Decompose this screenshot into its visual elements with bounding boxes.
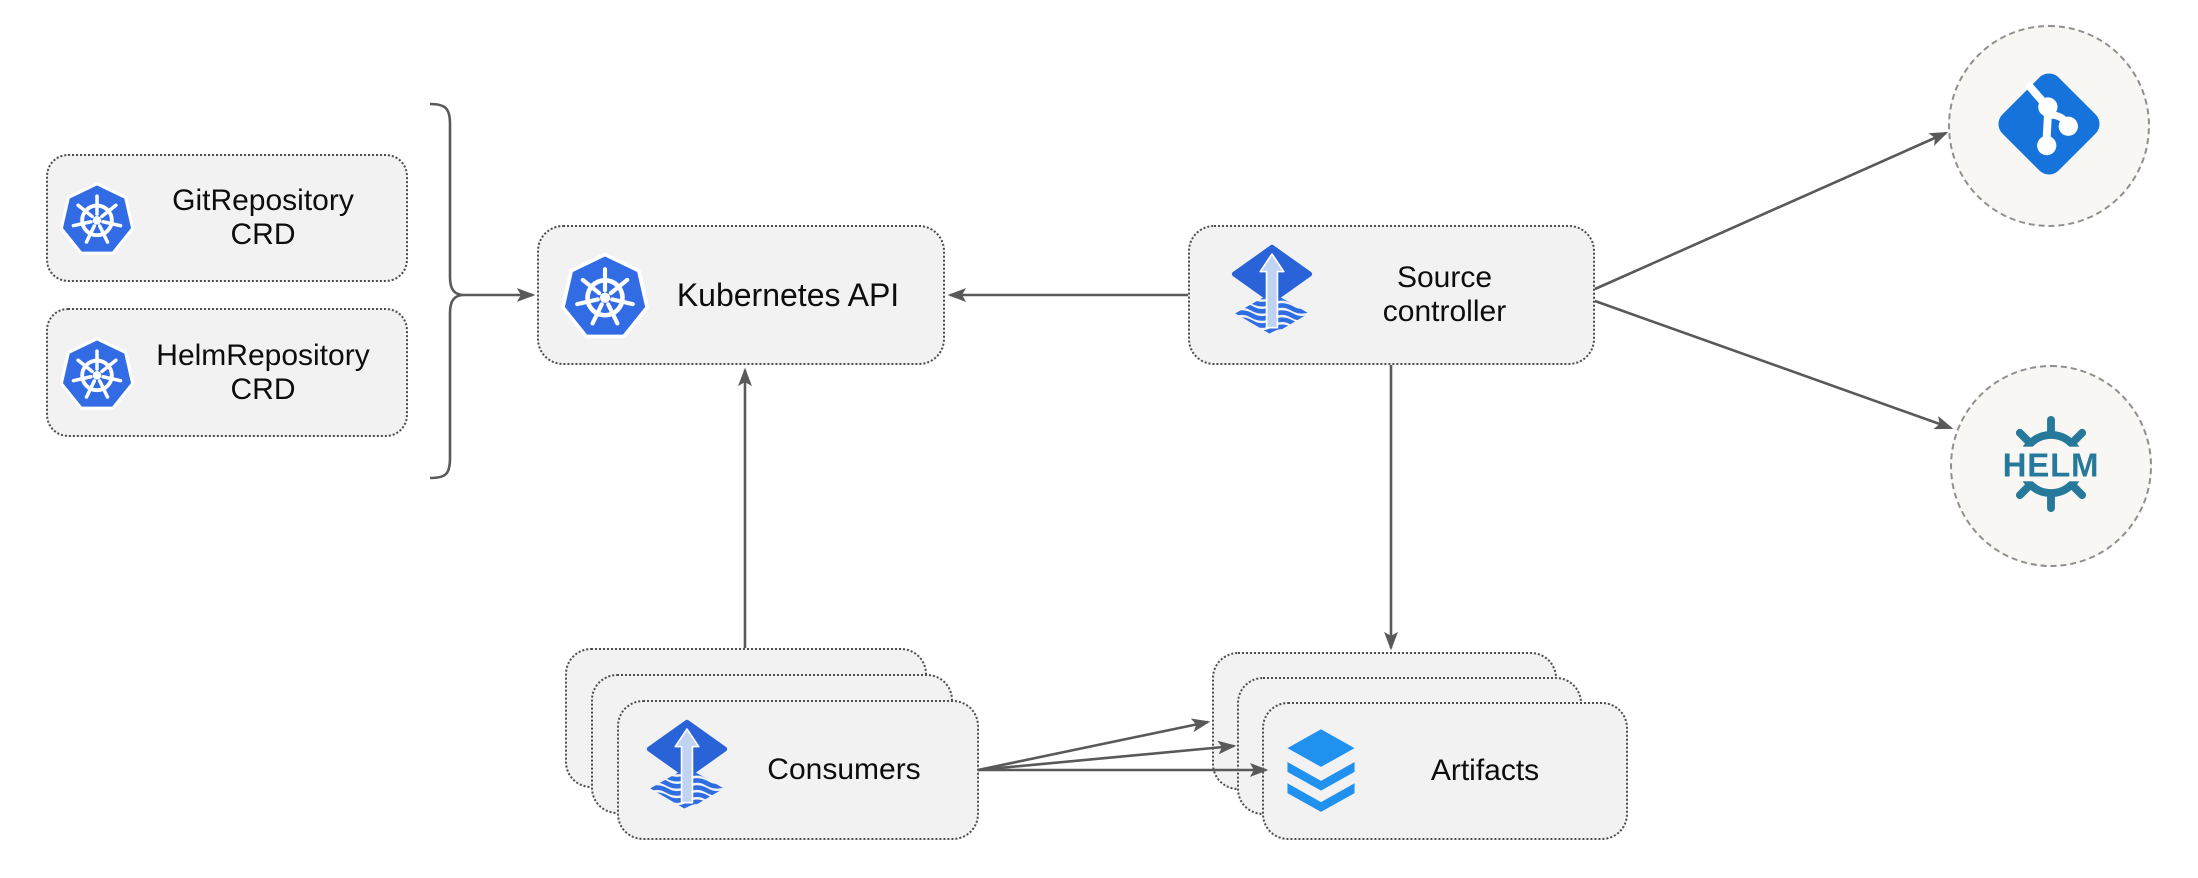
edge-source-to-git-remote <box>1594 131 1946 291</box>
helm-icon: HELM <box>1992 405 2110 528</box>
edge-source-to-helm-remote <box>1594 299 1951 430</box>
node-gitrepository-crd: GitRepository CRD <box>46 154 408 282</box>
edge-consumers-to-artifacts-1 <box>977 722 1208 772</box>
kubernetes-icon <box>58 179 136 257</box>
node-label: Consumers <box>767 753 921 787</box>
node-kubernetes-api: Kubernetes API <box>537 225 945 365</box>
node-label: Kubernetes API <box>676 276 900 313</box>
crd-group-bracket <box>429 102 465 480</box>
helm-wheel-text: HELM <box>2003 447 2100 484</box>
node-helmrepository-crd: HelmRepository CRD <box>46 308 408 437</box>
node-label: GitRepository CRD <box>172 184 354 251</box>
node-source-controller: Source controller <box>1188 225 1595 365</box>
git-icon <box>1990 65 2108 188</box>
layers-icon <box>1280 726 1362 816</box>
node-label: Artifacts <box>1430 754 1540 788</box>
kubernetes-icon <box>58 334 136 412</box>
node-helm-remote: HELM <box>1950 365 2152 567</box>
node-git-remote <box>1948 25 2150 227</box>
node-consumers: Consumers <box>617 700 979 840</box>
edge-consumers-to-artifacts-2 <box>977 746 1234 772</box>
node-label: Source controller <box>1382 261 1507 328</box>
flux-icon <box>645 719 729 821</box>
kubernetes-icon <box>559 249 651 341</box>
flux-icon <box>1230 244 1314 346</box>
node-label: HelmRepository CRD <box>156 338 370 406</box>
node-artifacts: Artifacts <box>1262 702 1628 840</box>
